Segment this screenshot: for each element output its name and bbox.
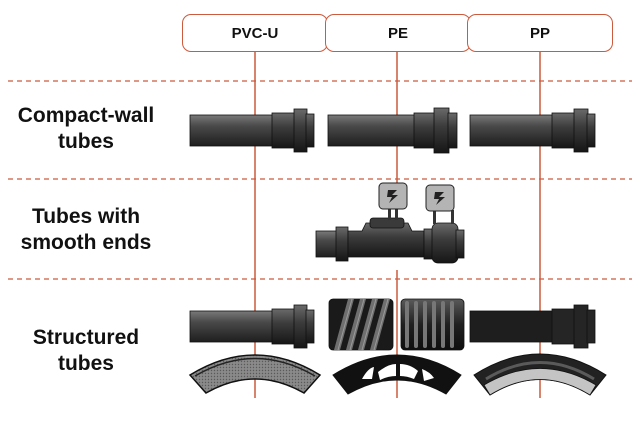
- pe-cross-section: [332, 354, 462, 395]
- pvcu-compact-pipe: [189, 108, 315, 153]
- electrofusion-controller-2: [425, 184, 455, 212]
- pvcu-cross-section: [188, 354, 322, 394]
- pe-spiral-pipe: [328, 298, 394, 351]
- pe-electrofusion-assembly: [315, 208, 465, 264]
- pp-structured-pipe: [469, 304, 596, 349]
- column-header-pe: PE: [325, 14, 471, 52]
- pe-compact-pipe: [327, 107, 458, 154]
- column-header-pvcu: PVC-U: [182, 14, 328, 52]
- electrofusion-controller-1: [378, 182, 408, 210]
- column-header-pp: PP: [467, 14, 613, 52]
- row-label-compact-wall: Compact-wall tubes: [17, 104, 155, 153]
- row-label-smooth-ends: Tubes with smooth ends: [20, 205, 152, 254]
- pp-compact-pipe: [469, 108, 596, 153]
- pe-corrugated-pipe: [400, 298, 465, 351]
- pp-cross-section: [473, 353, 607, 396]
- row-label-structured: Structured tubes: [32, 326, 140, 375]
- pvcu-structured-pipe: [189, 304, 315, 349]
- row-separators: [8, 80, 632, 280]
